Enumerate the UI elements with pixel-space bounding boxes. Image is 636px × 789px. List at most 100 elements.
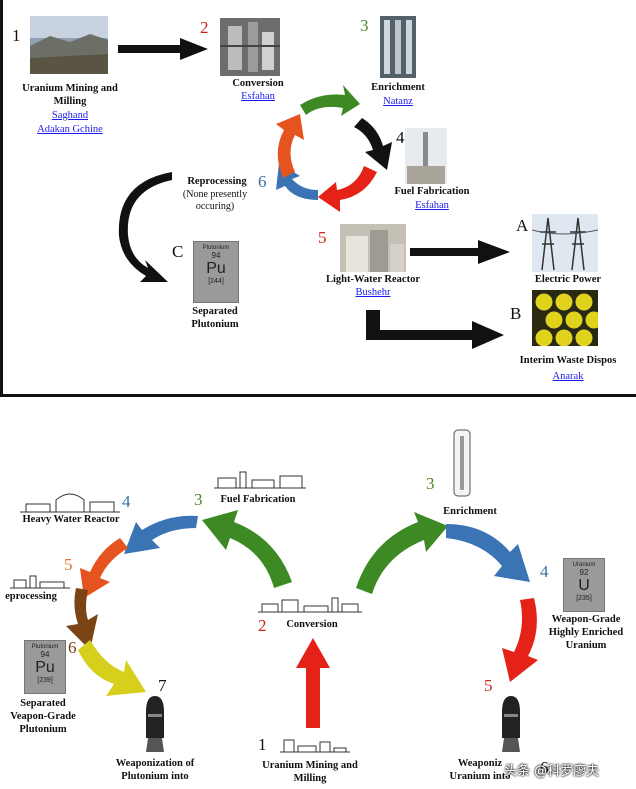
- top-B-letter: B: [510, 304, 522, 323]
- bottom-right-step6-number: 6: [540, 758, 549, 777]
- top-element-mass: [244]: [208, 278, 224, 285]
- left-arrow-green: [202, 510, 292, 588]
- fuel-fabrication-photo: [405, 128, 447, 184]
- top-A-letter: A: [516, 216, 529, 235]
- waste-storage-photo: [532, 290, 598, 346]
- bottom-u-element-mass: [235]: [576, 595, 592, 602]
- enrichment-photo: [380, 16, 416, 78]
- bottom-right-step4-label-line3: Uranium: [565, 640, 607, 651]
- top-step3-link[interactable]: Natanz: [383, 96, 413, 107]
- arrow-reactor-to-power: [410, 240, 510, 264]
- top-A-label: Electric Power: [534, 274, 602, 285]
- top-element-symbol: Pu: [206, 260, 226, 277]
- bottom-left-step5-label: eprocessing: [5, 591, 57, 602]
- bottom-right-step3-number: 3: [426, 474, 435, 493]
- top-step1-link-saghand[interactable]: Saghand: [51, 110, 89, 121]
- bottom-left-step5-number: 5: [64, 555, 73, 574]
- bottom-pu-element-symbol: Pu: [35, 659, 55, 676]
- power-lines-photo: [532, 214, 598, 272]
- bottom-left-step4-number: 4: [122, 492, 131, 511]
- bottom-conversion-plant-drawing: [258, 597, 362, 613]
- frame-divider-line: [0, 394, 636, 397]
- bottom-u-element-symbol: U: [578, 577, 590, 594]
- top-step6-label-line2: (None presently: [182, 189, 248, 200]
- bottom-left-step7-number: 7: [158, 676, 167, 695]
- top-step6-label-line1: Reprocessing: [187, 176, 247, 187]
- bottom-left-step7-label-line1: Weaponization of: [115, 758, 195, 769]
- bottom-step2-label: Conversion: [286, 619, 338, 630]
- bottom-step2-number: 2: [258, 616, 267, 635]
- bottom-pu-element-mass: [239]: [37, 677, 53, 684]
- reactor-photo: [340, 224, 406, 272]
- left-arrow-yellow: [78, 640, 146, 696]
- bottom-right-step6-label-line2: Uranium into: [449, 771, 511, 782]
- top-step1-link-adakan[interactable]: Adakan Gchine: [37, 124, 103, 135]
- arrow-reactor-to-waste: [366, 310, 504, 349]
- top-step2-number: 2: [200, 18, 209, 37]
- bottom-heavy-water-drawing: [20, 493, 120, 513]
- top-C-letter: C: [172, 242, 184, 261]
- top-step6-number: 6: [258, 172, 267, 191]
- bottom-left-step7-label-line2: Plutonium into: [121, 771, 189, 782]
- bottom-right-step4-label-line2: Highly Enriched: [548, 627, 624, 638]
- bottom-right-bomb-drawing: [502, 696, 520, 752]
- bottom-right-step4-label-line1: Weapon-Grade: [551, 614, 621, 625]
- bottom-left-step4-label: Heavy Water Reactor: [22, 514, 120, 525]
- top-step6-label-line3: occuring): [195, 201, 235, 212]
- right-arrow-green: [356, 512, 448, 594]
- top-step2-label: Conversion: [232, 78, 284, 89]
- bottom-plutonium-element-tile: Plutonium 94 Pu [239]: [24, 640, 66, 694]
- bottom-left-step6-label-line1: Separated: [20, 698, 66, 709]
- left-arrow-brown: [66, 588, 98, 650]
- top-step3-number: 3: [360, 16, 369, 35]
- cycle-arrow-red: [318, 166, 377, 212]
- right-arrow-red: [502, 598, 538, 682]
- top-step4-label: Fuel Fabrication: [394, 186, 470, 197]
- arrow-reprocessing-to-plutonium: [118, 172, 172, 282]
- top-step1-label-line1: Uranium Mining and: [22, 83, 118, 94]
- arrow-mining-up-to-conversion: [296, 638, 330, 728]
- arrow-mining-to-conversion: [118, 38, 208, 60]
- bottom-left-step6-number: 6: [68, 638, 77, 657]
- bottom-right-step3-label: Enrichment: [443, 506, 497, 517]
- bottom-left-step3-label: Fuel Fabrication: [220, 494, 296, 505]
- bottom-left-step3-number: 3: [194, 490, 203, 509]
- bottom-centrifuge-drawing: [453, 429, 471, 497]
- bottom-pu-element-name: Plutonium: [31, 644, 59, 650]
- left-arrow-orange: [80, 538, 128, 598]
- bottom-step1-label-line1: Uranium Mining and: [262, 760, 358, 771]
- top-step4-link[interactable]: Esfahan: [415, 200, 449, 211]
- bottom-u-element-name: Uranium: [572, 562, 596, 568]
- top-B-link[interactable]: Anarak: [552, 371, 584, 382]
- frame-left-line: [0, 0, 3, 395]
- bottom-left-step6-label-line3: Plutonium: [19, 724, 67, 735]
- mining-photo: [30, 16, 108, 74]
- top-step5-label: Light-Water Reactor: [326, 274, 420, 285]
- top-step2-link[interactable]: Esfahan: [241, 91, 275, 102]
- right-arrow-blue: [446, 524, 530, 582]
- top-step1-number: 1: [12, 26, 21, 45]
- cycle-arrow-black: [354, 118, 392, 170]
- top-C-label-line1: Separated: [192, 306, 238, 317]
- top-step3-label: Enrichment: [371, 82, 425, 93]
- bottom-left-bomb-drawing: [146, 696, 164, 752]
- bottom-uranium-element-tile: Uranium 92 U [235]: [563, 558, 605, 612]
- top-B-label: Interim Waste Dispos: [519, 355, 617, 366]
- top-element-name: Plutonium: [202, 245, 230, 251]
- bottom-pu-element-number: 94: [40, 650, 50, 659]
- conversion-photo: [220, 18, 280, 76]
- bottom-left-step6-label-line2: Veapon-Grade: [10, 711, 76, 722]
- bottom-right-step4-number: 4: [540, 562, 549, 581]
- bottom-right-step6-label-line1: Weaponiz: [457, 758, 503, 769]
- top-step5-link[interactable]: Bushehr: [355, 287, 391, 298]
- bottom-fuel-fab-drawing: [214, 471, 306, 489]
- bottom-u-element-number: 92: [579, 568, 589, 577]
- watermark: 头条 @科罗廖夫: [504, 764, 600, 779]
- top-C-label-line2: Plutonium: [191, 319, 239, 330]
- top-plutonium-element-tile: Plutonium 94 Pu [244]: [193, 241, 239, 303]
- bottom-reprocessing-drawing: [10, 575, 70, 589]
- top-arrows: [118, 38, 510, 349]
- top-element-number: 94: [211, 251, 221, 260]
